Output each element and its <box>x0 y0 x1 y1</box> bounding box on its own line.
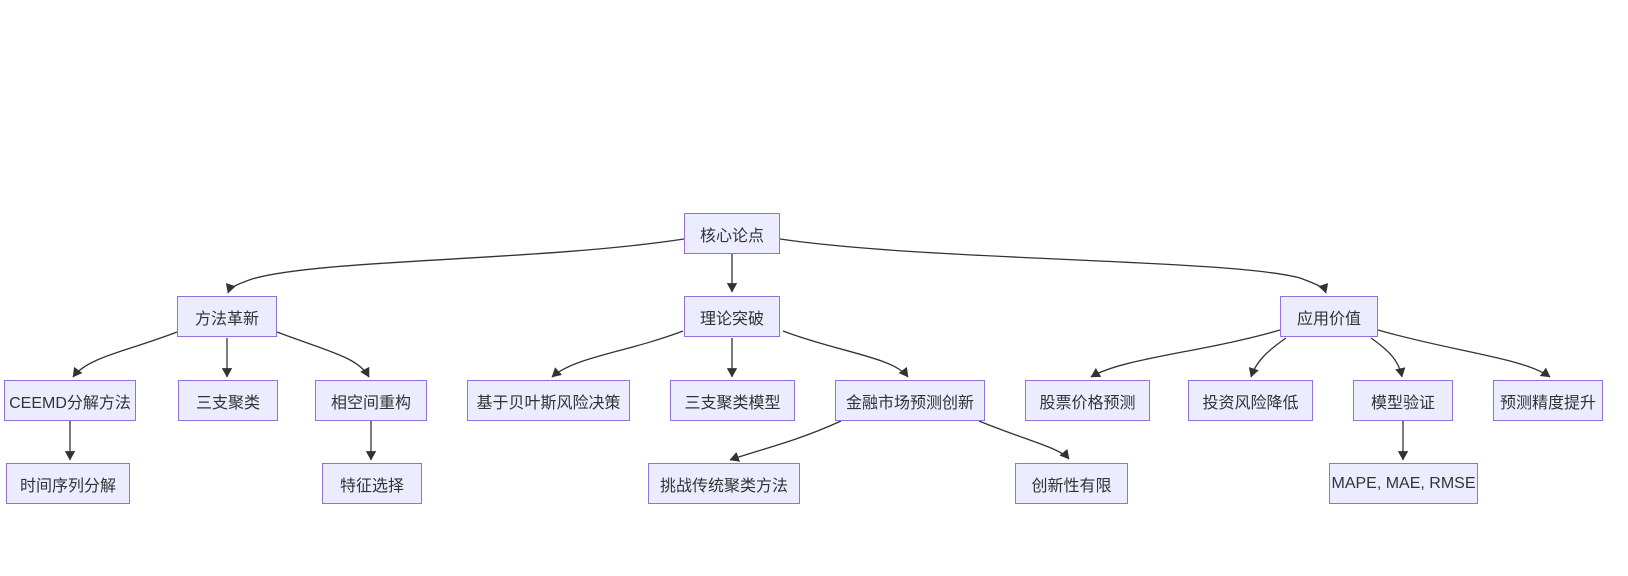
node-financial-market-forecast-innovation: 金融市场预测创新 <box>835 380 985 421</box>
node-ceemd-decomposition: CEEMD分解方法 <box>4 380 136 421</box>
node-evaluation-metrics: MAPE, MAE, RMSE <box>1329 463 1478 504</box>
edge-application-to-precision <box>1377 329 1551 378</box>
node-application-value: 应用价值 <box>1280 296 1378 337</box>
edge-theory-to-fin-innovation <box>782 330 909 378</box>
edge-core-to-method <box>225 238 685 294</box>
edge-theory-to-bayes <box>551 330 684 378</box>
node-feature-selection: 特征选择 <box>322 463 422 504</box>
edge-application-to-validation <box>1370 337 1406 378</box>
node-phase-space-reconstruction: 相空间重构 <box>315 380 427 421</box>
edge-method-to-phase-space <box>276 331 370 378</box>
node-model-validation: 模型验证 <box>1353 380 1453 421</box>
node-stock-price-prediction: 股票价格预测 <box>1025 380 1150 421</box>
node-method-innovation: 方法革新 <box>177 296 277 337</box>
node-bayesian-risk-decision: 基于贝叶斯风险决策 <box>467 380 630 421</box>
node-forecast-accuracy-improvement: 预测精度提升 <box>1493 380 1603 421</box>
edge-method-to-ceemd <box>72 331 178 378</box>
node-three-way-clustering-model: 三支聚类模型 <box>670 380 795 421</box>
edge-core-to-application <box>779 238 1329 294</box>
node-theory-breakthrough: 理论突破 <box>684 296 780 337</box>
node-time-series-decomposition: 时间序列分解 <box>6 463 130 504</box>
node-investment-risk-reduction: 投资风险降低 <box>1188 380 1313 421</box>
node-core-thesis: 核心论点 <box>684 213 780 254</box>
edge-application-to-stock <box>1090 329 1281 378</box>
edge-application-to-risk <box>1248 337 1287 378</box>
node-limited-novelty: 创新性有限 <box>1015 463 1128 504</box>
node-challenge-traditional-clustering: 挑战传统聚类方法 <box>648 463 800 504</box>
node-three-way-clustering: 三支聚类 <box>178 380 278 421</box>
edge-fin-innovation-to-limited <box>978 420 1070 460</box>
edge-fin-innovation-to-challenge <box>729 420 842 462</box>
